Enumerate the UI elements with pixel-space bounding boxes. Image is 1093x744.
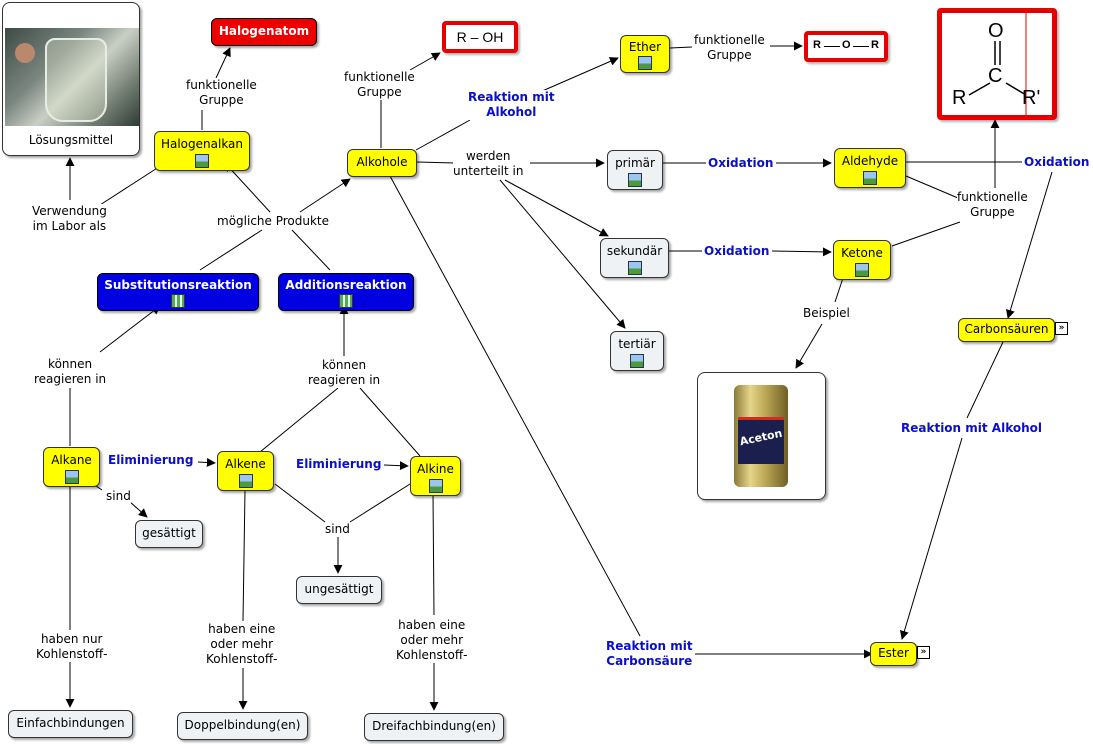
loesungsmittel-label: Lösungsmittel	[28, 133, 114, 147]
halogenalkan-node[interactable]: Halogenalkan	[154, 131, 250, 171]
link-label-oxidation: Oxidation	[704, 244, 770, 259]
r-o-r-formula: R O R	[804, 31, 888, 62]
carbonyl-o: O	[988, 20, 1004, 42]
more-icon[interactable]: »	[917, 646, 930, 659]
link-label-reaktion-mit-alkohol: Reaktion mit Alkohol	[901, 421, 1043, 436]
carbonsaeuren-label: Carbonsäuren	[964, 322, 1049, 336]
aldehyde-node[interactable]: Aldehyde	[834, 148, 906, 188]
alkene-label: Alkene	[225, 457, 266, 471]
primaer-label: primär	[615, 156, 655, 170]
sekundaer-label: sekundär	[606, 244, 663, 258]
alkine-node[interactable]: Alkine	[410, 456, 461, 496]
gesaettigt-node[interactable]: gesättigt	[135, 520, 203, 548]
r-o-r-r2: R	[871, 39, 879, 51]
loesungsmittel-node[interactable]: Lösungsmittel	[2, 2, 140, 156]
r-o-r-o: O	[842, 39, 851, 51]
r-oh-text: R – OH	[456, 29, 504, 45]
additionsreaktion-node[interactable]: Additionsreaktion	[278, 273, 414, 311]
video-icon[interactable]	[171, 294, 185, 308]
video-icon[interactable]	[339, 294, 353, 308]
link-label-eliminierung: Eliminierung	[296, 457, 382, 472]
additionsreaktion-label: Additionsreaktion	[285, 278, 407, 292]
image-icon[interactable]	[195, 154, 209, 168]
alkohole-node[interactable]: Alkohole	[347, 149, 417, 177]
primaer-node[interactable]: primär	[607, 150, 663, 190]
link-label-oxidation: Oxidation	[708, 156, 774, 171]
image-icon[interactable]	[863, 171, 877, 185]
sekundaer-node[interactable]: sekundär	[600, 238, 669, 278]
image-icon[interactable]	[628, 173, 642, 187]
substitutionsreaktion-label: Substitutionsreaktion	[104, 278, 252, 292]
aldehyde-label: Aldehyde	[841, 154, 899, 168]
tertiaer-label: tertiär	[618, 337, 656, 351]
link-label-sind: sind	[106, 489, 131, 504]
alkine-label: Alkine	[417, 462, 454, 476]
bond-line	[824, 46, 840, 47]
ketone-label: Ketone	[841, 246, 883, 260]
alkane-node[interactable]: Alkane	[43, 447, 100, 487]
einfachbindungen-node[interactable]: Einfachbindungen	[8, 710, 133, 738]
carbonyl-r-prime: R'	[1022, 87, 1041, 109]
image-icon[interactable]	[238, 474, 253, 488]
dreifachbindungen-node[interactable]: Dreifachbindung(en)	[364, 713, 504, 741]
link-label-beispiel: Beispiel	[803, 306, 850, 321]
flask-photo	[5, 28, 139, 126]
tertiaer-node[interactable]: tertiär	[610, 331, 664, 371]
link-label-sind: sind	[325, 522, 350, 537]
link-label-moegliche-produkte: mögliche Produkte	[217, 214, 330, 229]
ester-node[interactable]: Ester »	[870, 642, 930, 666]
link-label-oxidation: Oxidation	[1024, 155, 1090, 170]
image-icon[interactable]	[64, 470, 79, 484]
doppelbindungen-node[interactable]: Doppelbindung(en)	[177, 712, 308, 740]
halogenalkan-label: Halogenalkan	[160, 137, 244, 151]
more-icon[interactable]: »	[1055, 322, 1068, 335]
image-icon[interactable]	[428, 479, 443, 493]
r-oh-formula: R – OH	[442, 21, 518, 53]
image-icon[interactable]	[630, 354, 644, 368]
r-o-r-r1: R	[813, 39, 821, 51]
alkane-label: Alkane	[51, 453, 92, 467]
carbonsaeuren-node[interactable]: Carbonsäuren »	[958, 318, 1068, 342]
link-label-eliminierung: Eliminierung	[108, 453, 194, 468]
ether-node[interactable]: Ether	[620, 35, 670, 73]
carbonyl-bonds	[968, 13, 1027, 115]
halogenatom-node[interactable]: Halogenatom	[211, 18, 317, 46]
carbonyl-formula: O C R R'	[937, 8, 1057, 120]
ungesaettigt-node[interactable]: ungesättigt	[296, 576, 382, 604]
image-icon[interactable]	[855, 263, 869, 277]
ketone-node[interactable]: Ketone	[833, 240, 891, 280]
ester-label: Ester	[878, 646, 909, 660]
ether-label: Ether	[628, 40, 662, 54]
bond-line	[853, 46, 869, 47]
carbonyl-r: R	[952, 87, 967, 109]
carbonyl-c: C	[988, 65, 1003, 87]
substitutionsreaktion-node[interactable]: Substitutionsreaktion	[97, 273, 259, 311]
aceton-can-image: Aceton	[734, 385, 788, 487]
image-icon[interactable]	[638, 56, 652, 70]
image-icon[interactable]	[627, 261, 642, 275]
alkene-node[interactable]: Alkene	[217, 451, 274, 491]
aceton-example-node[interactable]: Aceton	[697, 372, 826, 500]
